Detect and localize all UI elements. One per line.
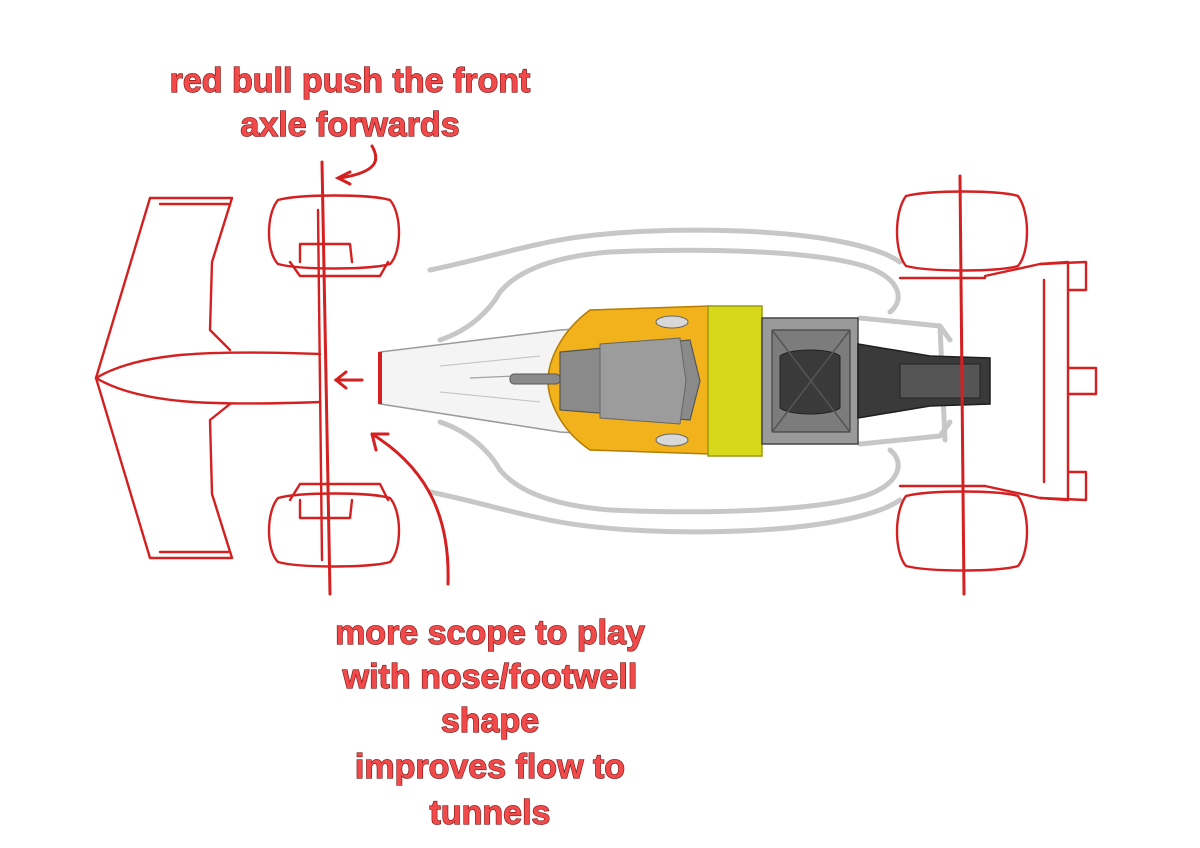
rear-tyre-bottom — [895, 490, 1029, 572]
rear-wing — [898, 260, 1098, 502]
nose-left-arrow-head — [333, 370, 348, 390]
rear-tyre-top — [895, 190, 1029, 272]
front-wing — [94, 196, 322, 560]
top-annotation-line-1: red bull push the front — [170, 62, 531, 100]
fuel-cell — [707, 305, 763, 457]
top-curved-arrow — [338, 144, 378, 180]
front-axle-line — [320, 160, 332, 596]
bottom-curved-arrow — [370, 432, 450, 586]
bottom-annotation: more scope to play with nose/footwell sh… — [334, 613, 645, 832]
bottom-annotation-line-5: tunnels — [430, 794, 551, 832]
top-curved-arrow-head — [334, 170, 352, 186]
survival-cell — [509, 305, 711, 455]
bottom-annotation-line-1: more scope to play — [335, 614, 645, 652]
front-tyre-bottom — [267, 482, 401, 568]
power-unit-gearbox — [761, 317, 991, 445]
front-tyre-top — [267, 194, 401, 278]
bottom-curved-arrow-head — [370, 432, 390, 452]
bottom-annotation-line-2: with nose/footwell — [342, 658, 638, 696]
floor-sidepod-outline — [427, 227, 953, 535]
front-axle-line-secondary — [316, 208, 324, 562]
top-annotation: red bull push the front axle forwards — [169, 61, 531, 144]
bottom-annotation-line-4: improves flow to — [355, 748, 625, 786]
bottom-annotation-line-3: shape — [441, 702, 539, 740]
top-annotation-line-2: axle forwards — [240, 106, 459, 144]
rear-axle-line — [958, 174, 966, 596]
